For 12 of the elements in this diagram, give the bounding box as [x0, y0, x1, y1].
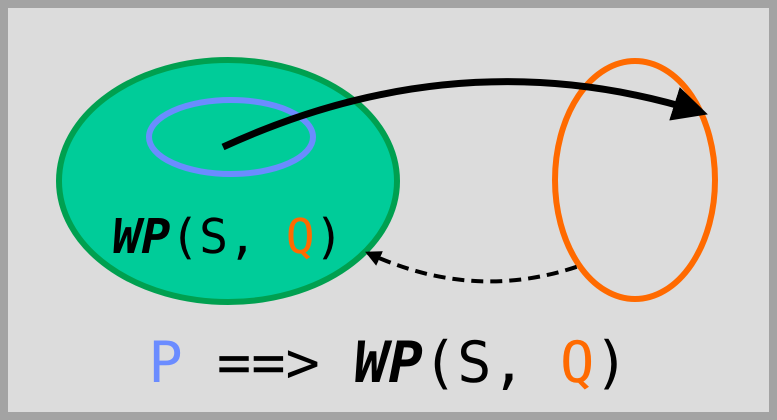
formula-text: ) [594, 330, 629, 396]
arrow [222, 78, 708, 150]
formula-text: P [148, 330, 183, 396]
formula-text: Q [560, 330, 594, 396]
formula-text: ==> WP(S, [216, 330, 526, 396]
set-ellipse [146, 97, 316, 177]
arrow [365, 250, 578, 284]
formula-text: ) [314, 209, 344, 265]
formula-text: WP(S, [112, 209, 257, 265]
set-ellipse [56, 57, 400, 305]
set-ellipse [552, 58, 718, 302]
formula-text: Q [286, 209, 315, 265]
